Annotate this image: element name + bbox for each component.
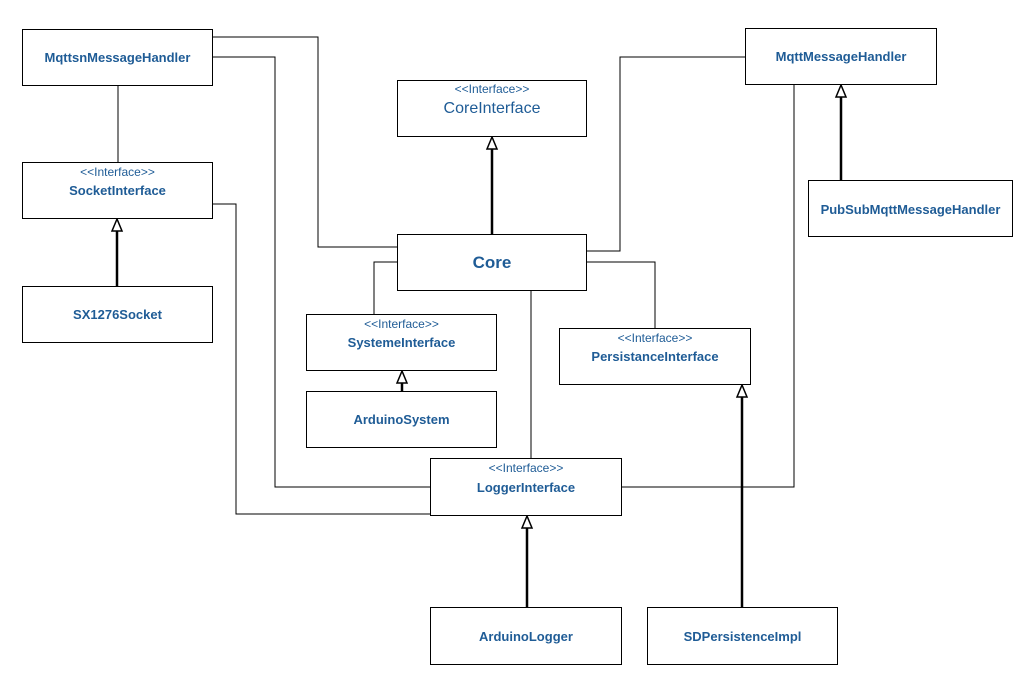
class-name: SocketInterface: [69, 183, 166, 198]
class-mqtt-message-handler: MqttMessageHandler: [745, 28, 937, 85]
class-name: MqttsnMessageHandler: [44, 50, 191, 65]
arrowhead-loggerinterface: [520, 514, 534, 529]
arrowhead-mqtt: [834, 83, 848, 98]
interface-logger: <<Interface>> LoggerInterface: [430, 458, 622, 516]
interface-core: <<Interface>> CoreInterface: [397, 80, 587, 137]
class-arduino-logger: ArduinoLogger: [430, 607, 622, 665]
association-mqttsn-core: [213, 36, 397, 248]
interface-systeme: <<Interface>> SystemeInterface: [306, 314, 497, 371]
class-name: ArduinoSystem: [353, 412, 450, 427]
class-name: SystemeInterface: [347, 335, 456, 350]
interface-socket: <<Interface>> SocketInterface: [22, 162, 213, 219]
class-core: Core: [397, 234, 587, 291]
class-name: SX1276Socket: [73, 307, 162, 322]
arrowhead-socketinterface: [110, 217, 124, 232]
association-core-mqtt: [587, 56, 745, 252]
stereotype-label: <<Interface>>: [488, 461, 564, 475]
class-name: LoggerInterface: [476, 480, 576, 495]
class-name: CoreInterface: [443, 100, 541, 117]
arrowhead-systemeinterface: [395, 369, 409, 384]
stereotype-label: <<Interface>>: [454, 82, 530, 96]
class-name: MqttMessageHandler: [775, 49, 907, 64]
class-arduino-system: ArduinoSystem: [306, 391, 497, 448]
class-mqttsn-message-handler: MqttsnMessageHandler: [22, 29, 213, 86]
class-name: Core: [472, 253, 512, 272]
association-mqttsn-logger: [213, 56, 430, 488]
association-mqtt-logger: [622, 85, 795, 488]
stereotype-label: <<Interface>>: [364, 317, 439, 331]
class-sd-persistence-impl: SDPersistenceImpl: [647, 607, 838, 665]
stereotype-label: <<Interface>>: [80, 165, 155, 179]
interface-persistance: <<Interface>> PersistanceInterface: [559, 328, 751, 385]
class-name: PubSubMqttMessageHandler: [820, 202, 1001, 217]
association-core-persistance: [587, 261, 656, 328]
class-name: PersistanceInterface: [591, 349, 719, 364]
arrowhead-coreinterface: [485, 135, 499, 150]
class-pubsub-mqtt-message-handler: PubSubMqttMessageHandler: [808, 180, 1013, 237]
class-name: SDPersistenceImpl: [683, 629, 802, 644]
association-socket-logger: [213, 203, 430, 515]
arrowhead-persistanceinterface: [735, 383, 749, 398]
association-core-systeme: [373, 261, 397, 314]
class-name: ArduinoLogger: [479, 629, 573, 644]
stereotype-label: <<Interface>>: [617, 331, 693, 345]
class-sx1276-socket: SX1276Socket: [22, 286, 213, 343]
